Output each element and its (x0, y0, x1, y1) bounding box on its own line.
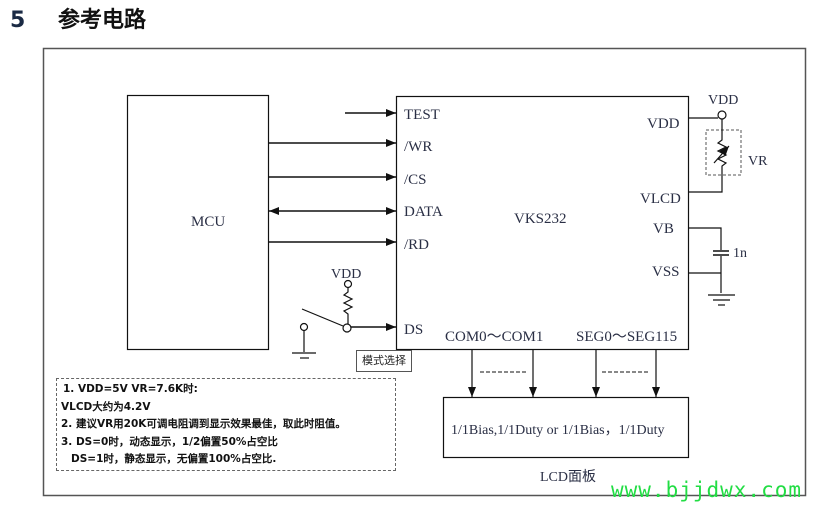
pin-vb: VB (653, 221, 674, 237)
vr-label: VR (748, 154, 768, 169)
vdd-top-label: VDD (708, 93, 738, 108)
pullup-resistor (342, 288, 354, 324)
notes-box: 1. VDD=5V VR=7.6K时: VLCD大约为4.2V 2. 建议VR用… (56, 378, 396, 471)
vb-wire (688, 227, 722, 250)
pin-vlcd: VLCD (640, 191, 681, 207)
note-line-2: VLCD大约为4.2V (61, 400, 151, 413)
pin-vdd: VDD (647, 116, 680, 132)
vr-wiper-arrow (713, 145, 730, 164)
pullup-vdd-label: VDD (331, 267, 361, 282)
pin-test: TEST (404, 107, 440, 123)
section-number: 5 (10, 8, 26, 33)
note-line-5: DS=1时，静态显示，无偏置100%占空比. (71, 453, 277, 465)
note-line-3: 2. 建议VR用20K可调电阻调到显示效果最佳，取此时阻值。 (61, 418, 346, 430)
vr-dashed-box (705, 129, 742, 176)
com-label: COM0～COM1 (445, 329, 543, 345)
lcd-caption: LCD面板 (540, 469, 596, 485)
pin-ds: DS (404, 322, 423, 338)
section-heading: 5 参考电路 (10, 2, 146, 34)
pin-vss: VSS (652, 264, 680, 280)
note-line-1: 1. VDD=5V VR=7.6K时: (63, 383, 198, 395)
mode-select-label: 模式选择 (356, 350, 412, 372)
pin-data: DATA (404, 204, 443, 220)
cap-label: 1n (733, 246, 747, 261)
switch-terminal (299, 322, 309, 332)
outer-frame (42, 47, 807, 497)
watermark: www.bjjdwx.com (611, 478, 803, 502)
chip-box (395, 95, 690, 351)
pullup-vdd-terminal (343, 279, 353, 289)
mcu-box (126, 94, 270, 351)
lcd-content: 1/1Bias,1/1Duty or 1/1Bias，1/1Duty (451, 423, 665, 438)
pin-wr: /WR (404, 139, 432, 155)
switch-blade (301, 308, 344, 327)
seg-label: SEG0～SEG115 (576, 329, 677, 345)
vdd-top-terminal (717, 110, 727, 120)
note-line-4: 3. DS=0时，动态显示，1/2偏置50%占空比 (61, 435, 278, 448)
chip-name: VKS232 (514, 211, 567, 227)
mcu-label: MCU (191, 214, 225, 230)
pin-rd: /RD (404, 237, 429, 253)
pin-cs: /CS (404, 172, 427, 188)
section-title: 参考电路 (58, 8, 147, 33)
switch-node (342, 323, 352, 333)
lcd-box (442, 396, 690, 459)
